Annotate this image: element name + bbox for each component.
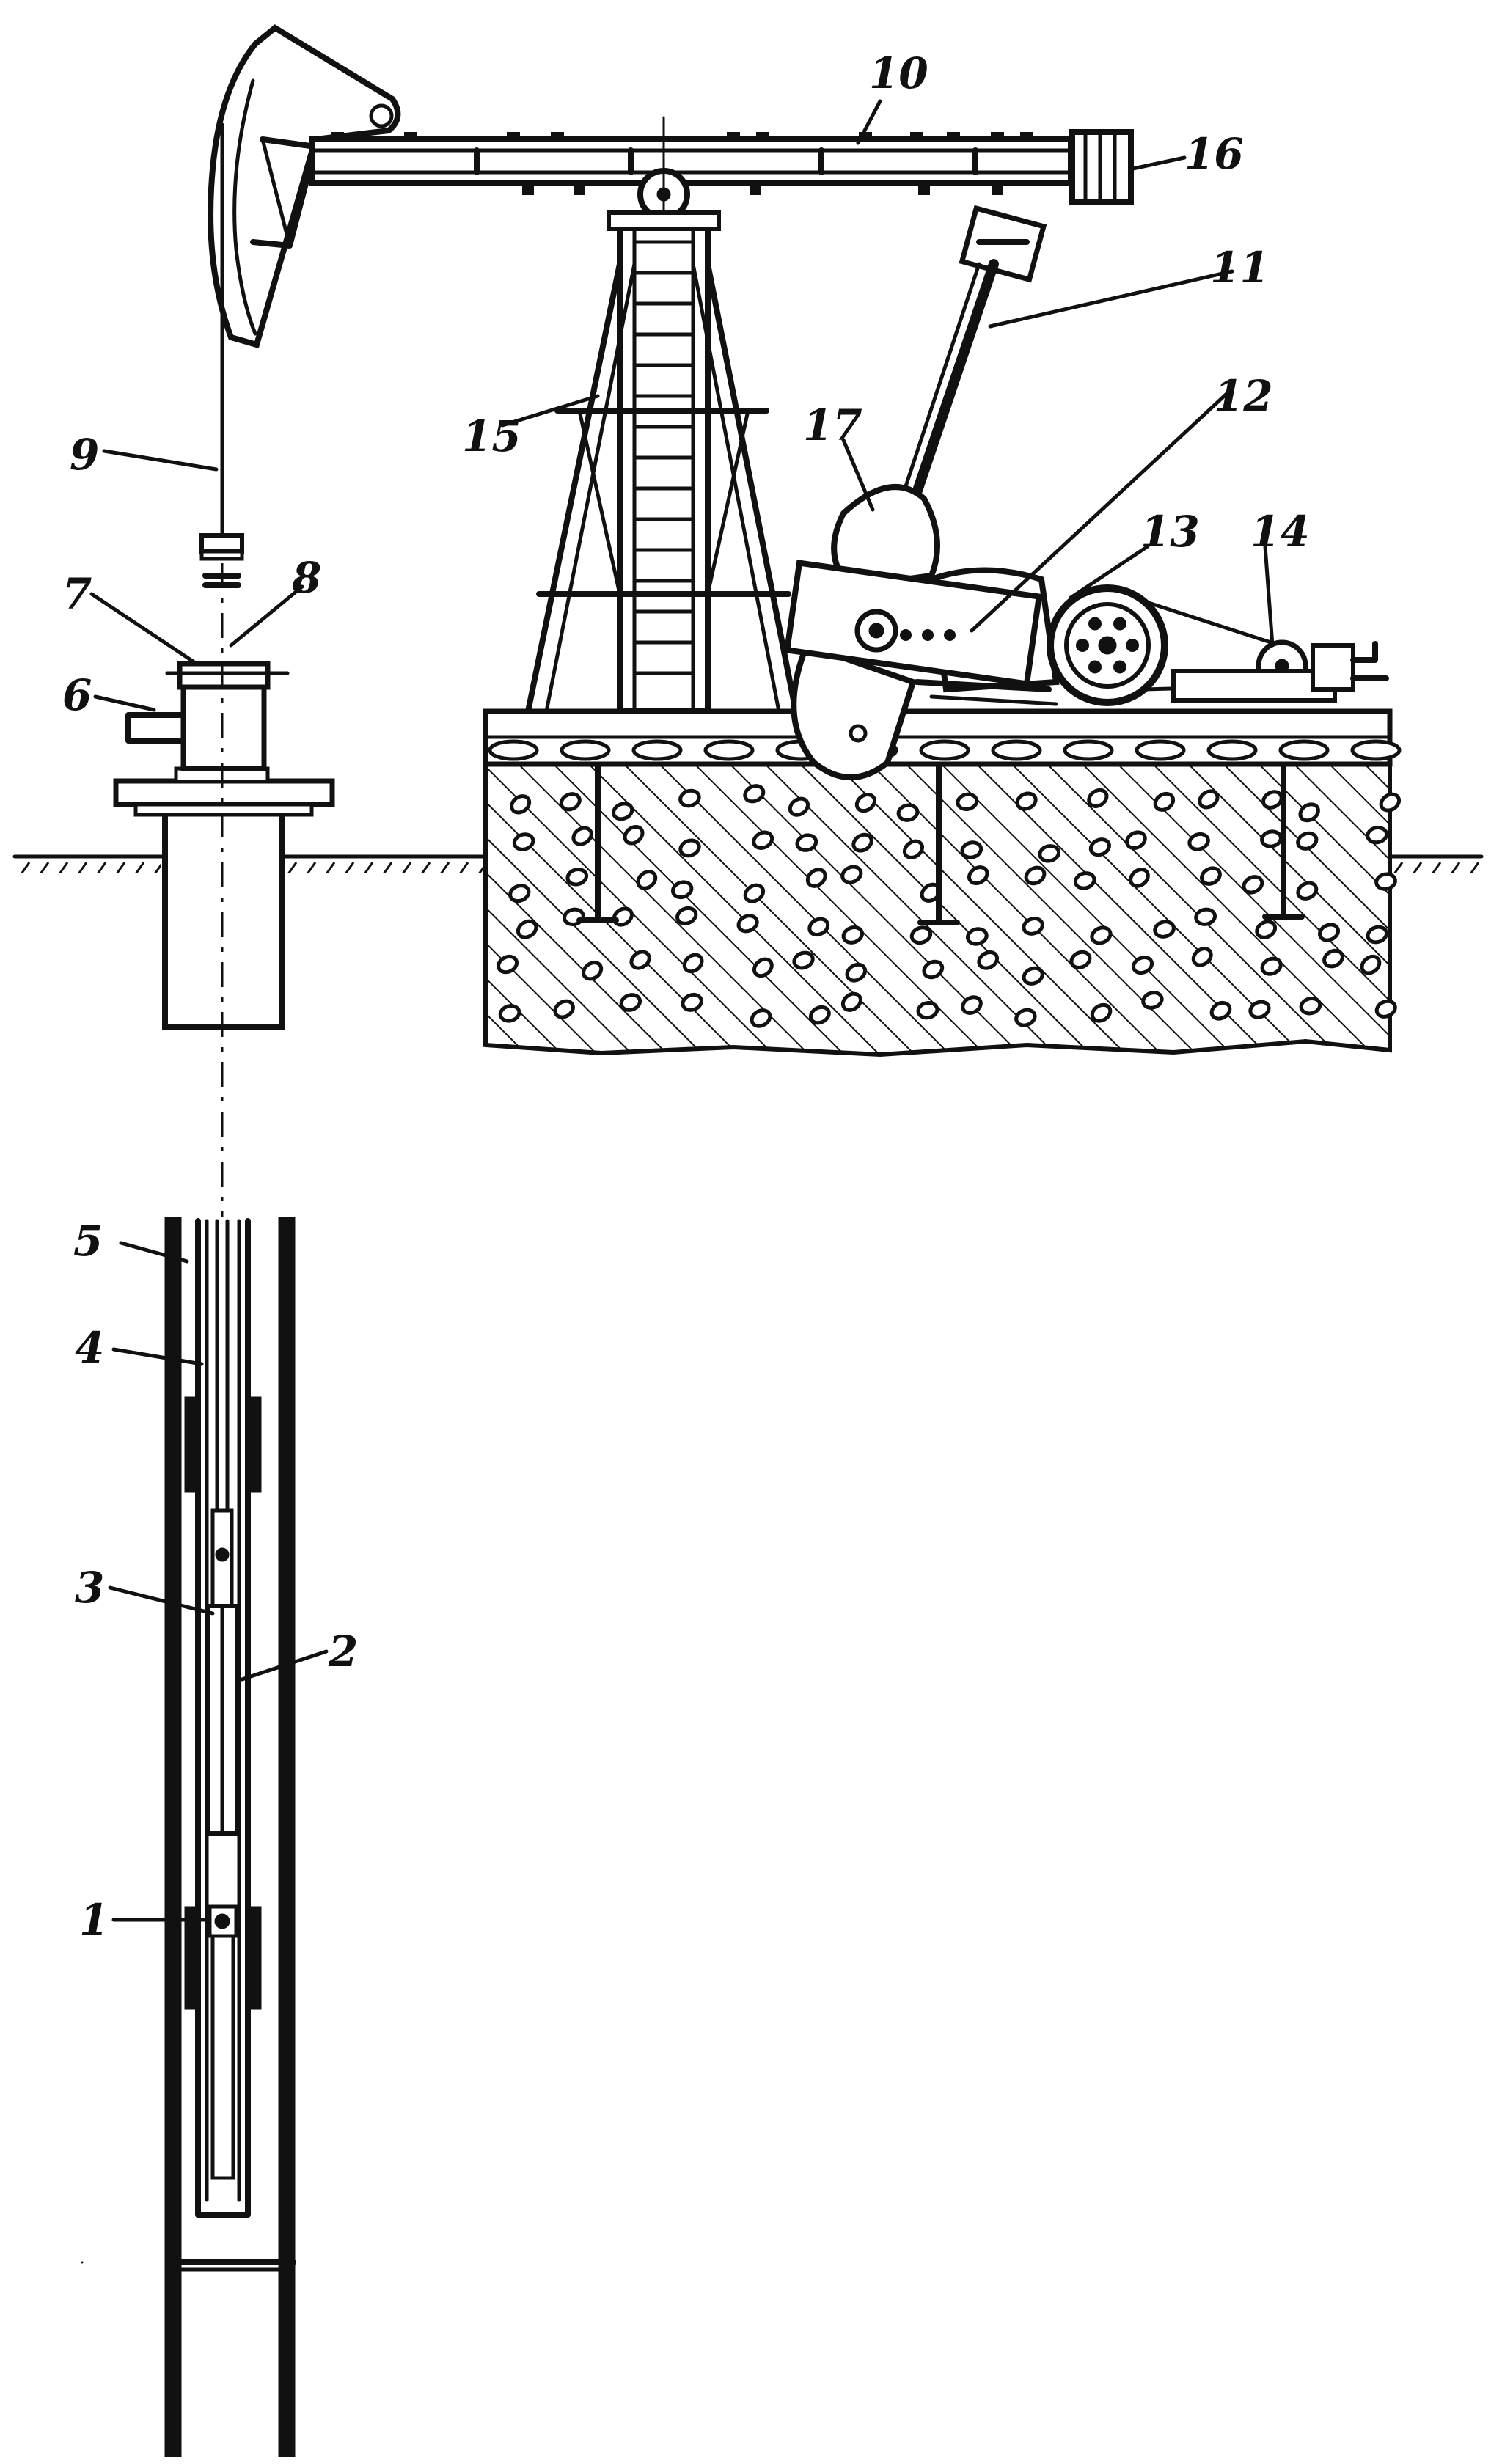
callout-3: 3 bbox=[75, 1563, 104, 1613]
callout-13: 13 bbox=[1140, 507, 1200, 557]
callout-11: 11 bbox=[1210, 243, 1270, 293]
electric-motor bbox=[1171, 639, 1389, 703]
callout-17: 17 bbox=[803, 400, 862, 450]
callout-14: 14 bbox=[1250, 507, 1310, 557]
walking-beam bbox=[309, 116, 1074, 229]
wellhead bbox=[113, 533, 335, 1030]
callout-leaders bbox=[81, 99, 1275, 2264]
beam-counterweight bbox=[1069, 129, 1134, 205]
callout-16: 16 bbox=[1184, 129, 1244, 179]
callout-2: 2 bbox=[328, 1627, 358, 1676]
belt-sheave bbox=[1047, 584, 1168, 706]
callout-12: 12 bbox=[1214, 371, 1273, 421]
callout-6: 6 bbox=[62, 670, 92, 720]
callout-7: 7 bbox=[62, 569, 92, 619]
gear-reducer bbox=[783, 560, 1060, 706]
callout-8: 8 bbox=[291, 553, 321, 603]
callout-10: 10 bbox=[869, 48, 928, 98]
anchor-bolts bbox=[576, 760, 1305, 925]
callout-5: 5 bbox=[73, 1216, 103, 1266]
base-frame bbox=[483, 708, 1402, 767]
callout-1: 1 bbox=[79, 1895, 109, 1945]
foundation-aggregate bbox=[497, 784, 1402, 1028]
downhole-pump bbox=[164, 1217, 296, 2457]
concrete-foundation bbox=[483, 760, 1402, 1057]
samson-post bbox=[525, 210, 799, 714]
callout-labels: 1 2 3 4 5 6 7 8 9 10 11 12 13 14 15 16 1… bbox=[62, 48, 1310, 1945]
callout-9: 9 bbox=[70, 430, 99, 480]
callout-4: 4 bbox=[75, 1323, 104, 1373]
ground-surface bbox=[12, 854, 1484, 873]
crank-counterweight bbox=[791, 484, 940, 780]
callout-15: 15 bbox=[462, 411, 521, 461]
horsehead bbox=[208, 24, 401, 348]
